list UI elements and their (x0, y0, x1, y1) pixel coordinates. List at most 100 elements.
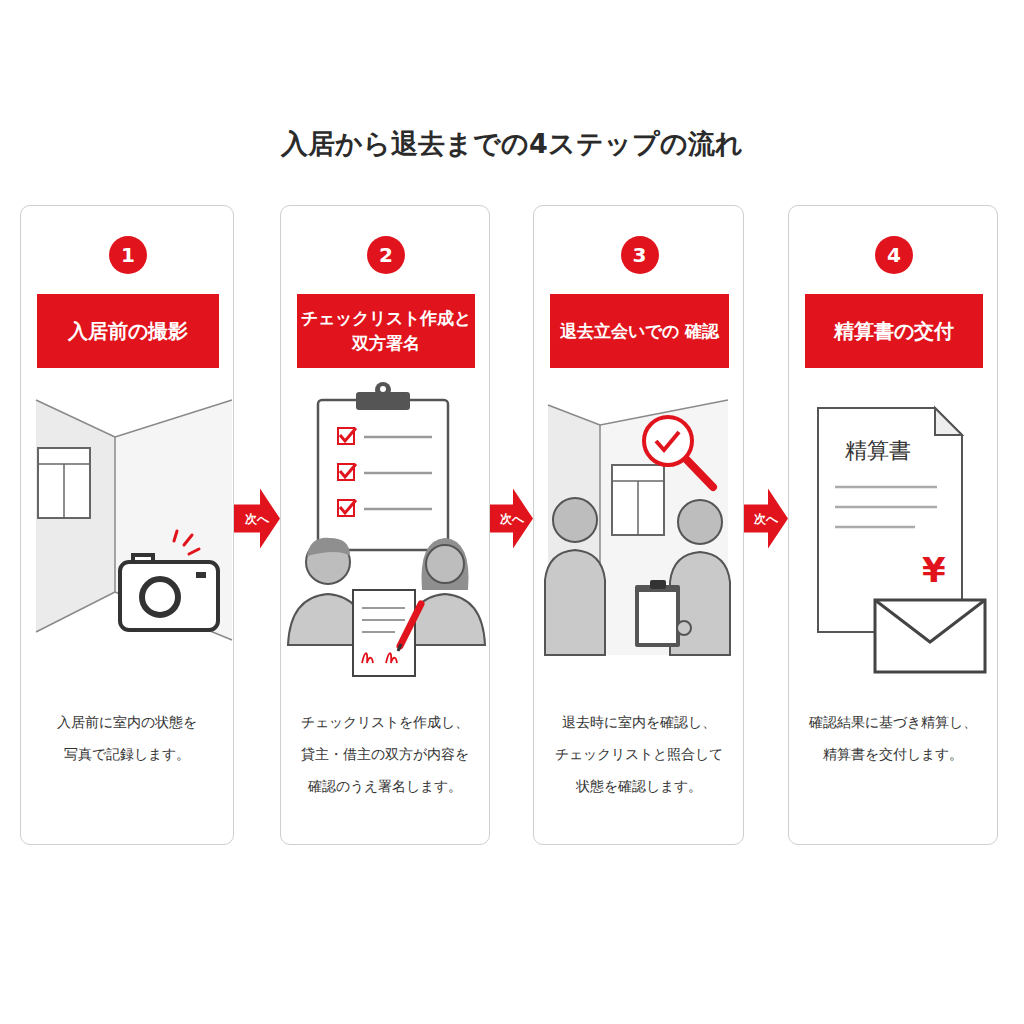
arrow-label: 次へ (237, 511, 277, 527)
inspection-illustration (545, 400, 730, 655)
next-arrow (744, 489, 788, 549)
document-line (835, 486, 937, 489)
window-frame (38, 463, 90, 465)
envelope-flap (875, 600, 985, 642)
person-body (405, 594, 485, 645)
window (38, 448, 90, 518)
room-wall (548, 405, 600, 655)
step-card: 退去時に室内を確認し、 チェックリストと照合して 状態を確認します。3退去立会い… (533, 205, 744, 845)
checkmark (340, 428, 356, 441)
step-heading-box: チェックリスト作成と 双方署名 (297, 294, 475, 368)
sheet-line (362, 607, 405, 609)
step-heading-box: 入居前の撮影 (37, 294, 219, 368)
step-number: 1 (109, 236, 147, 274)
room-photo-illustration (36, 400, 232, 640)
person-hair (307, 538, 350, 556)
pen-tip (398, 644, 401, 651)
checklist-line (364, 436, 432, 439)
step-heading: 精算書の交付 (805, 317, 983, 346)
window-frame (637, 481, 639, 535)
camera-flash (196, 572, 206, 578)
sheet-line (362, 631, 395, 633)
checkbox (338, 500, 354, 516)
step-number-badge: 3 (621, 236, 659, 274)
clipboard-paper (639, 592, 676, 643)
person-head (678, 500, 722, 544)
checklist-sign-illustration (288, 382, 485, 676)
checkmark (656, 432, 679, 450)
pen (400, 604, 421, 646)
person-head (306, 540, 350, 584)
flash-ray (174, 531, 177, 541)
flash-rays (174, 531, 199, 554)
step-description: 入居前に室内の状態を 写真で記録します。 (29, 706, 225, 770)
room-wall (600, 400, 728, 655)
next-arrow (490, 489, 533, 549)
step-description: チェックリストを作成し、 貸主・借主の双方が内容を 確認のうえ署名します。 (289, 706, 481, 802)
checkmark (340, 500, 356, 513)
step-number-badge: 2 (367, 236, 405, 274)
window-frame (63, 464, 65, 518)
diagram-title: 入居から退去までの4ステップの流れ (0, 126, 1024, 162)
step-heading: 入居前の撮影 (37, 317, 219, 346)
flash-ray (189, 549, 199, 554)
checkmark (340, 464, 356, 477)
person-body (670, 552, 730, 655)
checkbox (338, 464, 354, 480)
clipboard-clip (356, 392, 410, 410)
room-edge (115, 592, 232, 640)
document-fold (935, 408, 962, 435)
checkbox (338, 428, 354, 444)
camera-lens (142, 579, 178, 615)
clipboard-clip (650, 580, 666, 589)
person-hair (421, 538, 468, 590)
room-edge (599, 425, 601, 655)
clipboard-hole (380, 386, 386, 392)
step-number-badge: 4 (875, 236, 913, 274)
document-sheet (818, 408, 962, 632)
room-wall (115, 400, 232, 640)
room-edge (36, 592, 115, 632)
checklist-items (338, 428, 432, 516)
envelope (875, 600, 985, 672)
sheet-line (362, 619, 405, 621)
room-edges (36, 400, 232, 640)
step-card: 入居前に室内の状態を 写真で記録します。 1 入居前の撮影 (20, 205, 234, 845)
room-edge (600, 400, 728, 425)
window (612, 465, 664, 535)
room-edge (548, 405, 600, 425)
signature (386, 653, 397, 663)
step-number: 2 (367, 236, 405, 274)
window-frame (612, 480, 664, 482)
document-title-text: 精算書 (845, 436, 911, 466)
room-edge (115, 400, 232, 437)
magnifier-handle (686, 459, 713, 487)
step-card: 確認結果に基づき精算し、 精算書を交付します。 4 精算書の交付 (788, 205, 998, 845)
next-arrow (234, 489, 280, 549)
step-heading: 退去立会いでの 確認 (550, 319, 729, 344)
room-wall (36, 400, 115, 632)
contract-sheet (353, 590, 415, 676)
room-edge (36, 400, 115, 437)
step-description: 確認結果に基づき精算し、 精算書を交付します。 (797, 706, 989, 770)
document-line (835, 506, 937, 509)
document-line (835, 526, 915, 529)
person-body (288, 594, 368, 645)
arrow-label: 次へ (492, 511, 532, 527)
hand (677, 621, 691, 635)
checklist-line (364, 508, 432, 511)
checklist-line (364, 472, 432, 475)
signature (362, 653, 373, 663)
yen-sign: ¥ (922, 550, 946, 590)
step-heading: チェックリスト作成と 双方署名 (297, 306, 475, 355)
step-number-badge: 1 (109, 236, 147, 274)
person-body (545, 550, 605, 655)
camera-body (120, 562, 218, 630)
step-card: チェックリストを作成し、 貸主・借主の双方が内容を 確認のうえ署名します。 2 チェ… (280, 205, 490, 845)
step-heading-box: 精算書の交付 (805, 294, 983, 368)
flash-ray (184, 535, 192, 545)
clipboard-board (635, 585, 680, 647)
arrow-label: 次へ (746, 511, 786, 527)
clipboard-clip (375, 382, 391, 398)
